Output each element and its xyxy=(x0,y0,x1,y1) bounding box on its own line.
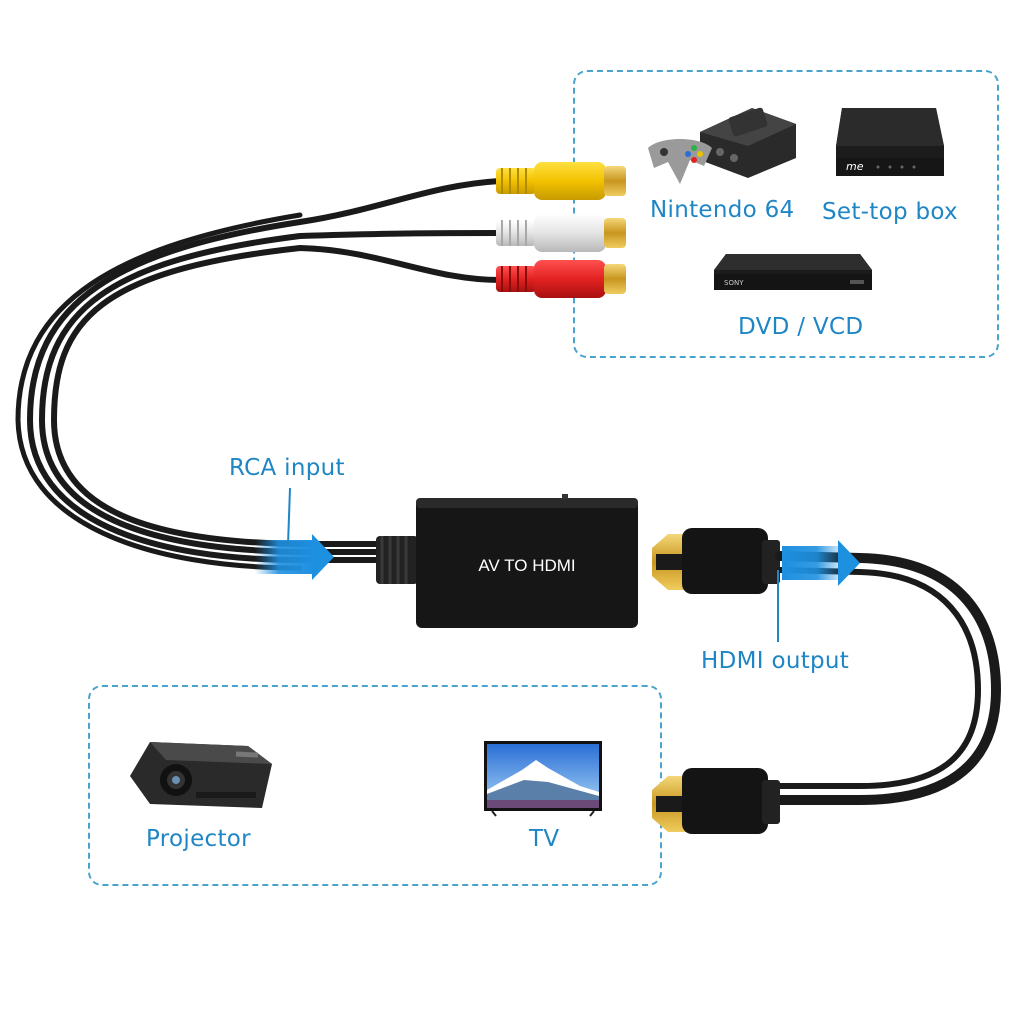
projector-label: Projector xyxy=(146,826,251,852)
tv-label: TV xyxy=(529,826,560,852)
rca-yellow-connector xyxy=(496,162,626,200)
nintendo-64-label: Nintendo 64 xyxy=(650,197,795,223)
hdmi-flow-arrow xyxy=(782,540,860,586)
rca-red-connector xyxy=(496,260,626,298)
rca-cable xyxy=(15,178,503,571)
tv-icon xyxy=(484,741,602,817)
projector-icon xyxy=(130,742,272,808)
rca-flow-arrow xyxy=(255,534,334,580)
set-top-box-label: Set-top box xyxy=(822,199,958,225)
hdmi-output-label: HDMI output xyxy=(701,648,850,674)
set-top-box-icon: me xyxy=(836,108,944,176)
hdmi-display-connector xyxy=(652,768,780,834)
hdmi-output-connector xyxy=(652,528,780,594)
adapter-label: AV TO HDMI xyxy=(478,556,575,575)
rca-white-connector xyxy=(496,214,626,252)
av-to-hdmi-adapter: AV TO HDMI xyxy=(376,494,638,628)
dvd-brand: SONY xyxy=(724,279,744,287)
rca-input-leader xyxy=(287,487,291,546)
dvd-vcd-label: DVD / VCD xyxy=(738,314,864,340)
nintendo-64-icon xyxy=(648,107,796,184)
set-top-box-brand: me xyxy=(846,160,864,173)
hdmi-cable xyxy=(775,551,1002,805)
dvd-player-icon: SONY xyxy=(714,254,872,290)
rca-input-label: RCA input xyxy=(229,455,345,481)
